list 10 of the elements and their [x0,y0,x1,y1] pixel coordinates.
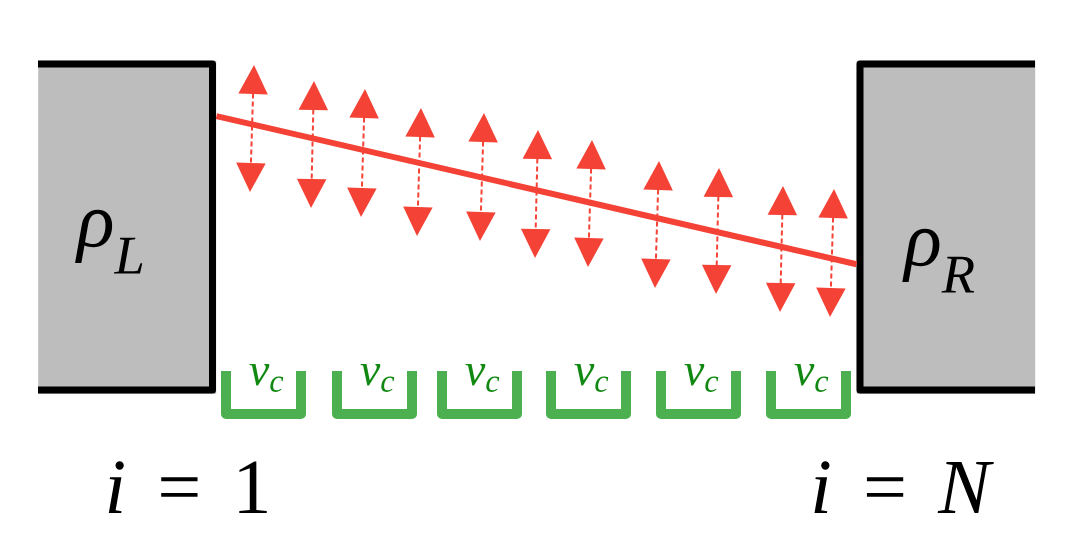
index-label: i = N [814,461,994,513]
cup: v$_{c}$ [766,363,851,419]
cup: v$_{c}$ [656,363,741,419]
reservoir-box: ρ$_{R}$ [856,60,1036,394]
cup: v$_{c}$ [546,363,631,419]
cup: v$_{c}$ [332,363,417,419]
index-label: i = 1 [108,461,267,513]
cup: v$_{c}$ [221,363,306,419]
cup: v$_{c}$ [437,363,522,419]
sloped-line [215,113,858,268]
